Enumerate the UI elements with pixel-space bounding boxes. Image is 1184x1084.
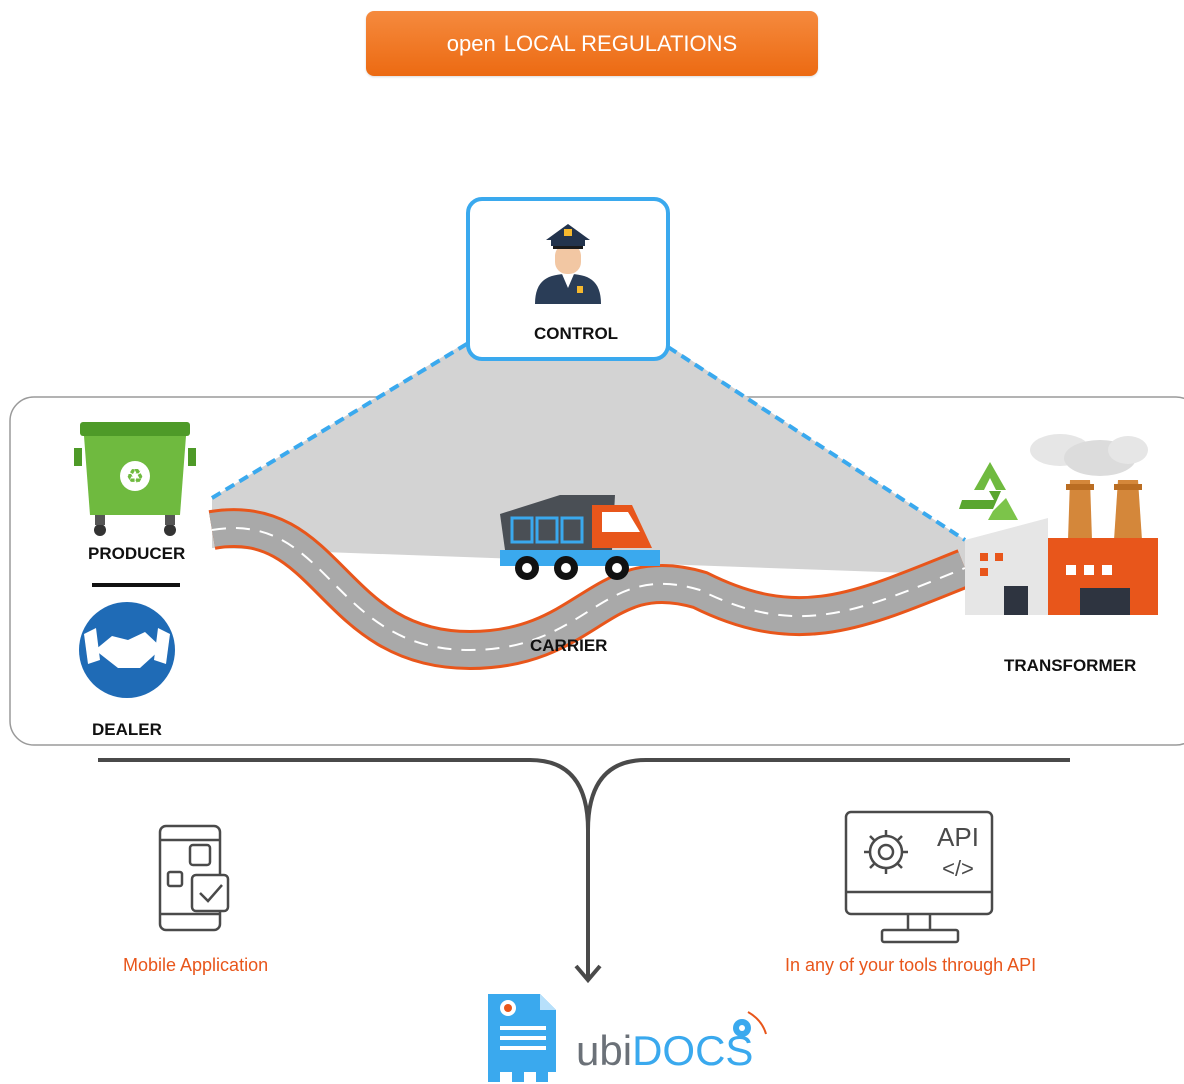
brand-part1: ubi <box>576 1027 633 1074</box>
police-officer-icon <box>535 224 601 304</box>
api-icon-text: API <box>937 822 979 852</box>
producer-label: PRODUCER <box>88 544 186 563</box>
button-prefix: open <box>446 30 496 56</box>
api-caption: In any of your tools through API <box>785 955 1037 975</box>
mobile-app-icon <box>158 824 230 932</box>
road <box>208 508 973 671</box>
factory-icon <box>959 434 1158 615</box>
control-scope-area <box>212 340 965 575</box>
ubidocs-logo <box>488 994 767 1082</box>
gear-icon <box>864 830 908 874</box>
control-link-left <box>210 340 472 500</box>
local-regulations-button[interactable]: open LOCAL REGULATIONS <box>366 11 818 76</box>
carrier-label: CARRIER <box>530 636 608 655</box>
merge-arrow <box>98 758 1070 984</box>
brand-wordmark: ubiDOCS <box>576 1030 753 1072</box>
handshake-icon <box>79 602 175 698</box>
control-link-right <box>666 345 967 542</box>
truck-icon <box>500 495 660 580</box>
recycling-bin-icon: ♻ <box>74 422 196 536</box>
brand-part2: DOCS <box>632 1027 754 1074</box>
gear-icon <box>733 1011 767 1037</box>
control-label: CONTROL <box>534 324 619 343</box>
svg-text:♻: ♻ <box>126 464 144 488</box>
mobile-application-caption: Mobile Application <box>123 955 269 975</box>
api-monitor-icon <box>844 810 994 944</box>
recycle-symbol-icon <box>959 462 1018 520</box>
document-icon <box>488 994 556 1082</box>
dealer-label: DEALER <box>92 720 162 739</box>
api-code-text: </> <box>942 856 974 881</box>
transformer-label: TRANSFORMER <box>1004 656 1137 675</box>
button-label: LOCAL REGULATIONS <box>503 30 738 56</box>
